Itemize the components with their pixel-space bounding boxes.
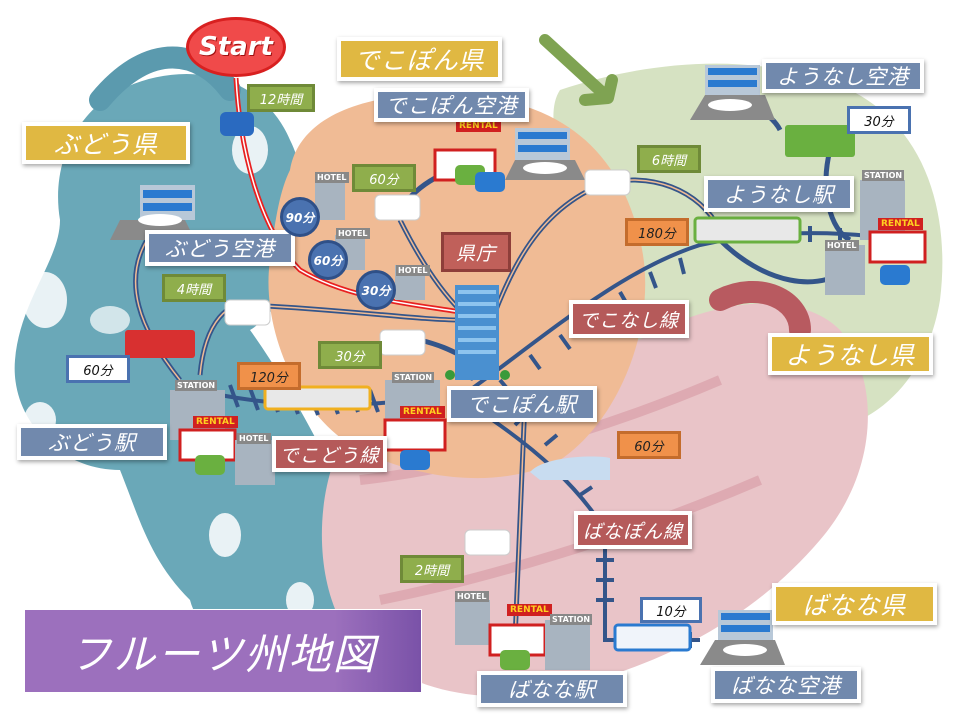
prefectural-office-building: [445, 285, 510, 380]
airport-dekopon-icon: [505, 128, 585, 180]
rail-line-label-dekodou[interactable]: でこどう線: [272, 436, 387, 472]
prefecture-label-dekopon: でこぽん県: [337, 37, 502, 81]
station-sign: STATION: [392, 372, 435, 383]
hotel-sign: HOTEL: [825, 240, 859, 251]
rental-sign: RENTAL: [507, 604, 552, 616]
place-label-younashi-station[interactable]: ようなし駅: [704, 176, 854, 212]
place-label-budou-airport[interactable]: ぶどう空港: [145, 230, 295, 266]
place-label-banana-station[interactable]: ばなな駅: [477, 671, 627, 707]
vehicles: [125, 112, 910, 670]
travel-time-banana-van: 2時間: [400, 555, 464, 583]
map-title: フルーツ州地図: [24, 609, 422, 693]
place-label-dekopon-station[interactable]: でこぽん駅: [447, 386, 597, 422]
start-marker[interactable]: Start: [186, 17, 286, 77]
travel-time-hotel-90: 90分: [280, 197, 320, 237]
hotel-sign: HOTEL: [315, 172, 349, 183]
travel-time-hotel-60: 60分: [308, 240, 348, 280]
travel-time-dekonashi-train: 180分: [625, 218, 689, 246]
travel-time-budou-van: 4時間: [162, 274, 226, 302]
travel-time-start-car: 12時間: [247, 84, 315, 112]
place-label-prefectural-office[interactable]: 県庁: [441, 232, 511, 272]
travel-time-younashi-van: 6時間: [637, 145, 701, 173]
prefecture-label-banana: ばなな県: [772, 583, 937, 625]
rental-sign: RENTAL: [878, 218, 923, 230]
travel-time-younashi-bus: 30分: [847, 106, 911, 134]
place-label-budou-station[interactable]: ぶどう駅: [17, 424, 167, 460]
station-sign: STATION: [550, 614, 593, 625]
place-label-younashi-airport[interactable]: ようなし空港: [762, 59, 924, 93]
hotel-sign: HOTEL: [336, 228, 370, 239]
travel-time-dekodou-train: 120分: [237, 362, 301, 390]
travel-time-hotel-30: 30分: [356, 270, 396, 310]
airport-banana-icon: [700, 610, 785, 665]
hotel-sign: HOTEL: [455, 591, 489, 602]
travel-time-banana-local-train: 10分: [640, 597, 702, 623]
travel-time-dekopon-airport-van: 60分: [352, 164, 416, 192]
rail-line-label-banapon[interactable]: ばなぽん線: [574, 511, 692, 549]
airport-younashi-icon: [690, 65, 775, 120]
hotel-sign: HOTEL: [396, 265, 430, 276]
prefecture-label-younashi: ようなし県: [768, 333, 933, 375]
rental-sign: RENTAL: [193, 416, 238, 428]
station-sign: STATION: [862, 170, 905, 181]
travel-time-banapon-shinkansen: 60分: [617, 431, 681, 459]
rail-line-label-dekonashi[interactable]: でこなし線: [569, 300, 689, 338]
prefecture-label-budou: ぶどう県: [22, 122, 190, 164]
rental-sign: RENTAL: [456, 120, 501, 132]
travel-time-dekopon-station-van: 30分: [318, 341, 382, 369]
hotel-sign: HOTEL: [237, 433, 271, 444]
place-label-banana-airport[interactable]: ばなな空港: [711, 667, 861, 703]
station-sign: STATION: [175, 380, 218, 391]
travel-time-budou-bus: 60分: [66, 355, 130, 383]
place-label-dekopon-airport[interactable]: でこぽん空港: [374, 88, 529, 122]
rental-sign: RENTAL: [400, 406, 445, 418]
